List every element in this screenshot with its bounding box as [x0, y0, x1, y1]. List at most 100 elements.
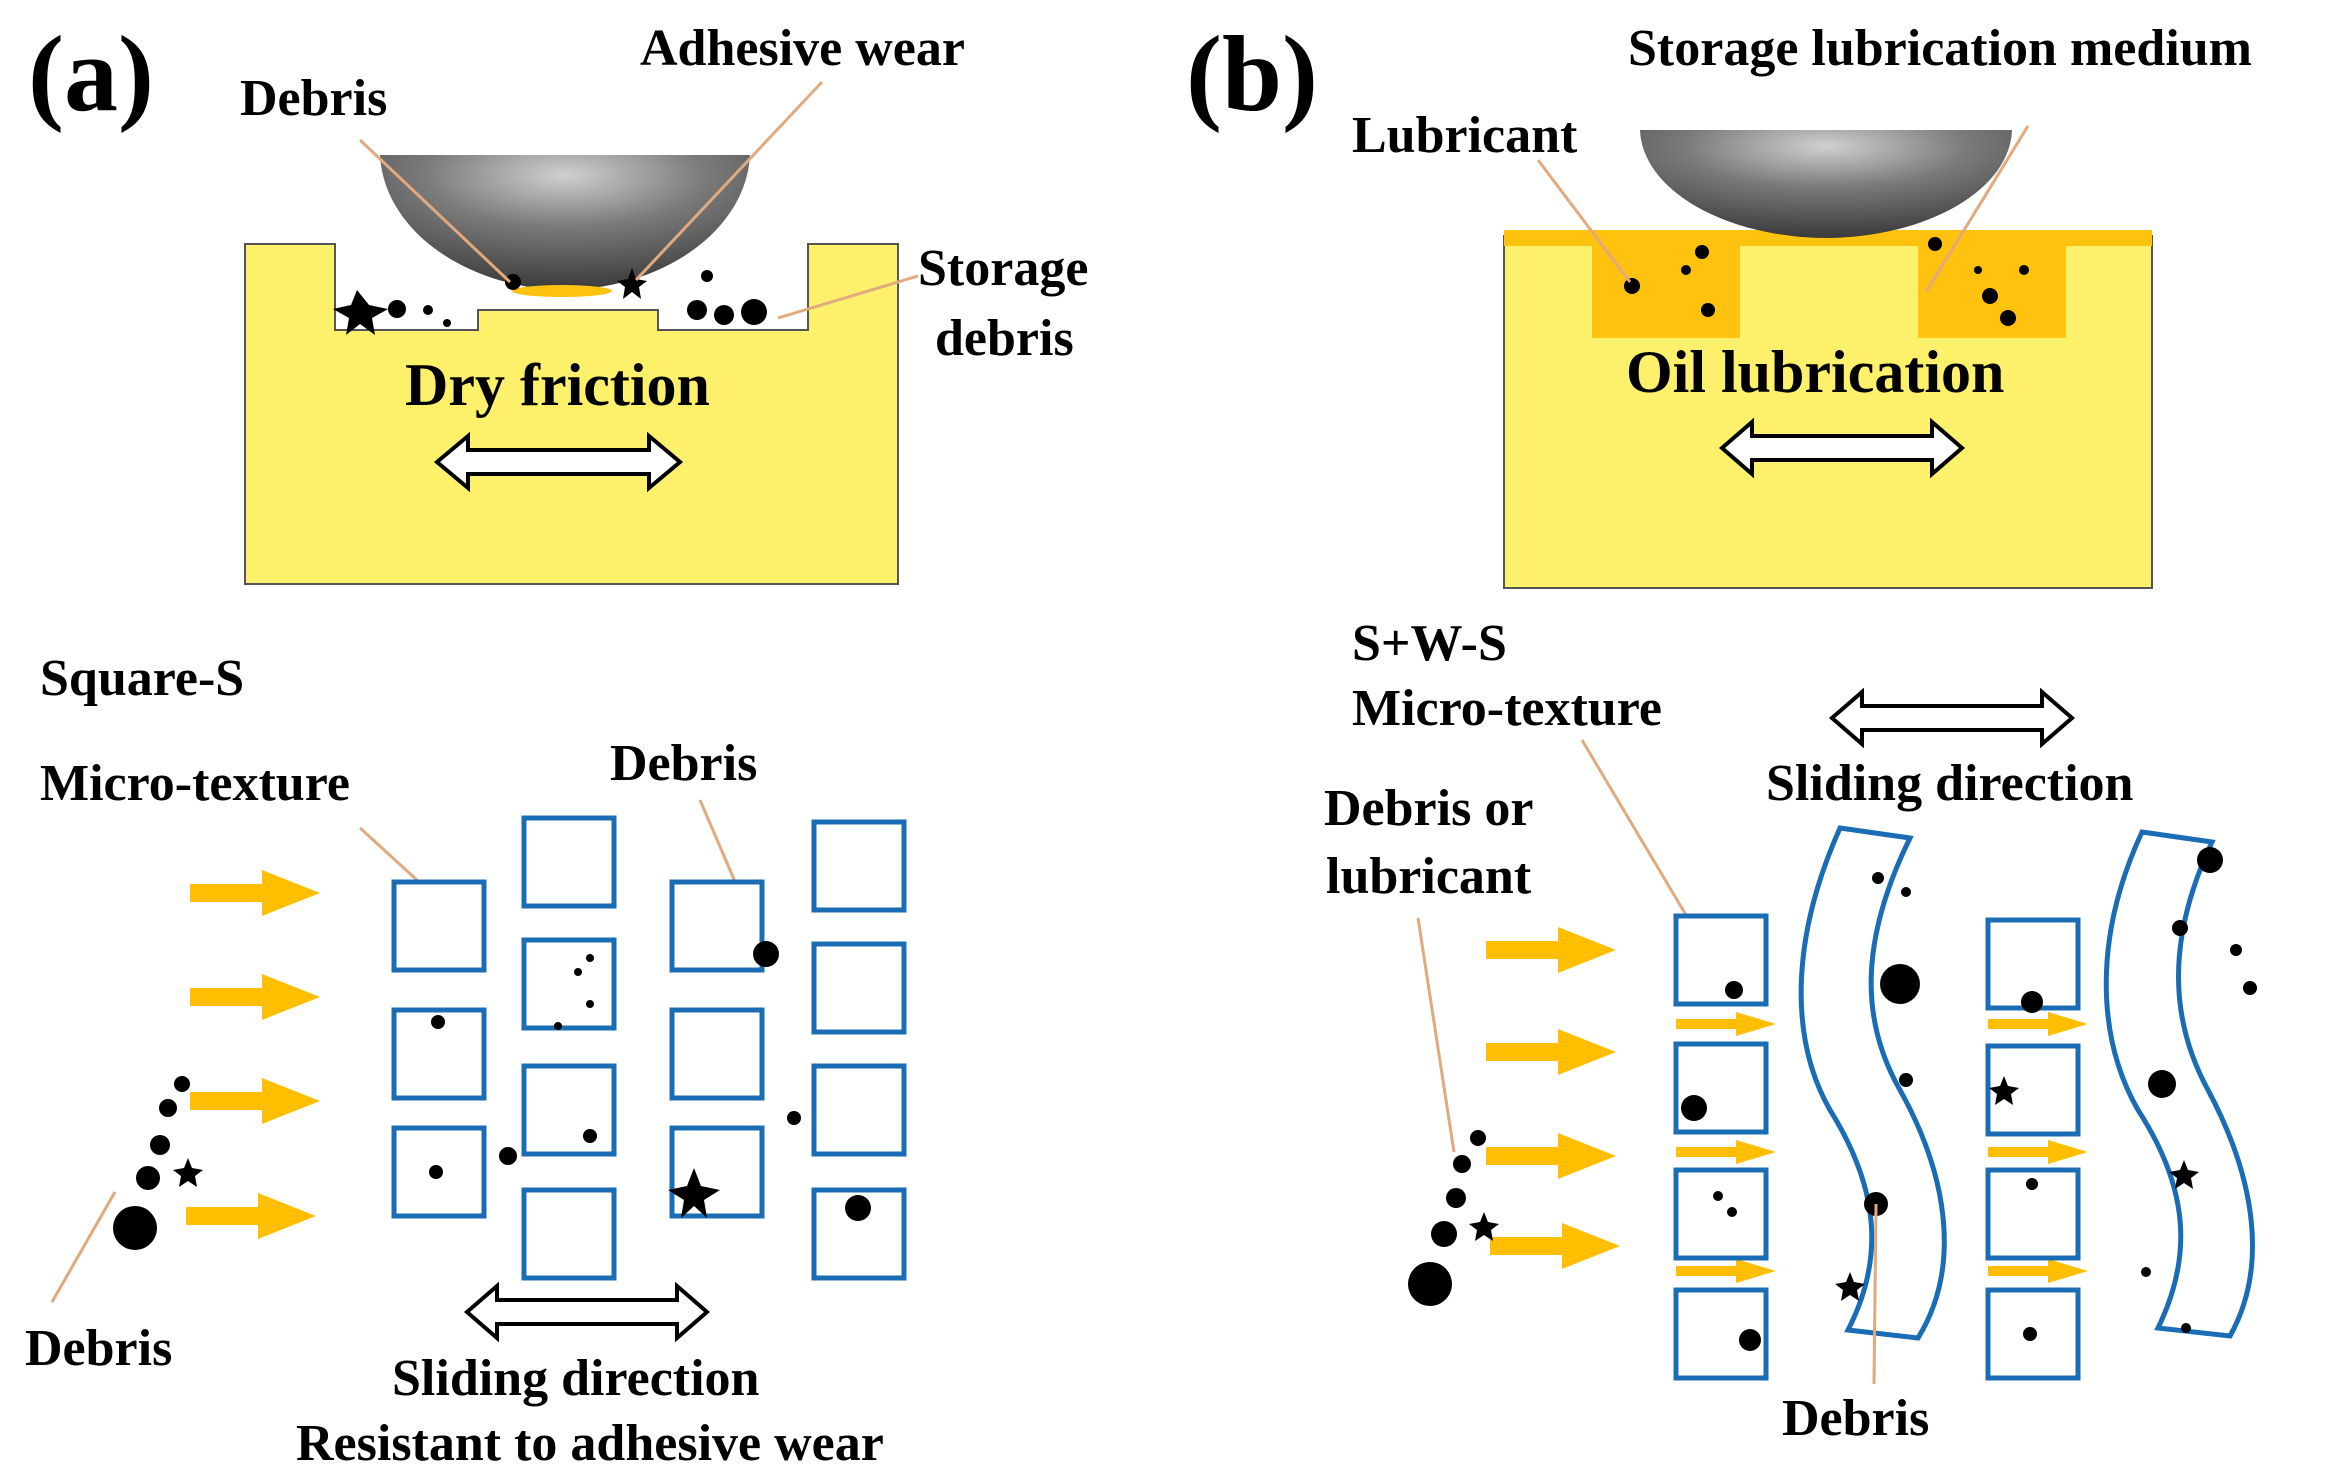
panel-b-texture-type-label: Micro-texture — [1352, 680, 1662, 737]
leader-debris-left-a — [50, 1191, 117, 1303]
micro-texture-square — [521, 815, 617, 909]
debris-or-lubricant-label: Debris or lubricant — [1324, 780, 1545, 905]
debris-particle — [2243, 981, 2257, 995]
debris-particle — [429, 1165, 443, 1179]
micro-texture-square — [1673, 913, 1769, 1007]
flow-arrow-icon — [1988, 1259, 2088, 1283]
lubricant-reservoir-left — [1592, 236, 1740, 338]
lubricant-particle — [1624, 278, 1640, 294]
panel-b-texture-debris — [1681, 847, 2257, 1351]
debris-particle — [2197, 847, 2223, 873]
debris-particle — [1727, 1207, 1737, 1217]
debris-particle — [1899, 1073, 1913, 1087]
s-w-s-label: S+W-S — [1352, 615, 1507, 672]
panel-a-debris-top-label: Debris — [610, 735, 757, 792]
adhesive-wear-label: Adhesive wear — [640, 20, 965, 77]
micro-texture-square — [1673, 1167, 1769, 1261]
debris-particle — [150, 1135, 170, 1155]
debris-star — [333, 290, 388, 335]
flow-arrow-icon — [190, 1078, 320, 1124]
panel-a: (a) Debris Adhesive wear Storage deb — [25, 15, 1101, 1472]
micro-texture-square — [811, 941, 907, 1035]
debris-particle — [431, 1015, 445, 1029]
debris-particle — [2230, 944, 2242, 956]
micro-texture-square — [669, 1007, 765, 1101]
oil-lubrication-label: Oil lubrication — [1626, 339, 2004, 405]
micro-texture-square — [521, 1063, 617, 1157]
debris-star — [668, 1168, 720, 1218]
debris-particle — [423, 305, 433, 315]
square-texture-grid — [391, 815, 907, 1281]
debris-star — [173, 1158, 203, 1187]
debris-particle — [159, 1099, 177, 1117]
debris-particle — [2023, 1327, 2037, 1341]
debris-particle — [2021, 991, 2043, 1013]
leader-lubricant — [1536, 159, 1632, 283]
panel-a-debris-label: Debris — [240, 70, 387, 127]
debris-particle — [2172, 920, 2188, 936]
debris-particle — [388, 300, 406, 318]
debris-star — [617, 268, 647, 299]
lubricant-particle — [2019, 265, 2029, 275]
lubricant-particle — [2000, 310, 2016, 326]
flow-arrow-icon — [190, 974, 320, 1020]
panel-a-ball — [380, 155, 750, 291]
debris-particle — [505, 274, 521, 290]
panel-a-debris-left-label: Debris — [25, 1320, 172, 1377]
storage-debris-label: Storage debris — [918, 240, 1101, 367]
debris-particle — [1880, 964, 1920, 1004]
storage-debris-line: Storage — [918, 240, 1088, 297]
sliding-double-arrow-icon — [433, 431, 684, 493]
lubricant-particle — [1982, 288, 1998, 304]
panel-a-texture-debris — [429, 941, 871, 1221]
debris-star — [1469, 1212, 1499, 1241]
debris-particle — [753, 941, 779, 967]
leader-debris-lubricant — [1416, 917, 1456, 1153]
panel-a-sliding-label: Sliding direction — [392, 1350, 760, 1407]
flow-arrow-icon — [1676, 1140, 1776, 1164]
debris-particle — [2148, 1070, 2176, 1098]
debris-particle — [2026, 1178, 2038, 1190]
leader-debris-a — [358, 138, 512, 284]
debris-lub-line: Debris or — [1324, 780, 1532, 837]
lubricant-particle — [1928, 237, 1942, 251]
flow-arrow-icon — [1676, 1259, 1776, 1283]
micro-texture-square — [669, 879, 765, 973]
panel-a-debris-stream — [113, 1076, 203, 1250]
micro-texture-square — [521, 1187, 617, 1281]
debris-star — [1989, 1076, 2019, 1105]
debris-particle — [845, 1195, 871, 1221]
micro-texture-square — [391, 879, 487, 973]
flow-arrow-icon — [1486, 1133, 1616, 1179]
panel-b-label: (b) — [1186, 15, 1318, 134]
micro-texture-square — [521, 937, 617, 1031]
micro-texture-square — [811, 1063, 907, 1157]
flow-arrow-icon — [190, 870, 320, 916]
panel-b-flow-arrows — [1486, 927, 2088, 1283]
debris-particle — [136, 1166, 160, 1190]
debris-particle — [554, 1022, 562, 1030]
wave-texture-groove — [2103, 829, 2255, 1339]
leader-storage-medium — [1924, 125, 2030, 293]
debris-particle — [1739, 1329, 1761, 1351]
lubricant-particle — [1695, 245, 1709, 259]
lubricant-reservoir-right — [1918, 236, 2066, 338]
panel-a-groove-debris — [333, 268, 767, 335]
panel-a-texture-type-label: Micro-texture — [40, 755, 350, 812]
sliding-double-arrow-icon — [463, 1281, 711, 1343]
leader-storage-debris — [777, 274, 919, 320]
flow-arrow-icon — [186, 1193, 316, 1239]
panel-a-label: (a) — [28, 15, 154, 134]
panel-a-contact-patch — [512, 285, 612, 297]
debris-particle — [1446, 1188, 1466, 1208]
debris-particle — [1408, 1262, 1452, 1306]
flow-arrow-icon — [1988, 1012, 2088, 1036]
debris-particle — [586, 954, 594, 962]
debris-particle — [574, 968, 582, 976]
panel-a-flow-arrows — [186, 870, 320, 1239]
debris-particle — [1872, 872, 1884, 884]
flow-arrow-icon — [1676, 1012, 1776, 1036]
flow-arrow-icon — [1490, 1223, 1620, 1269]
